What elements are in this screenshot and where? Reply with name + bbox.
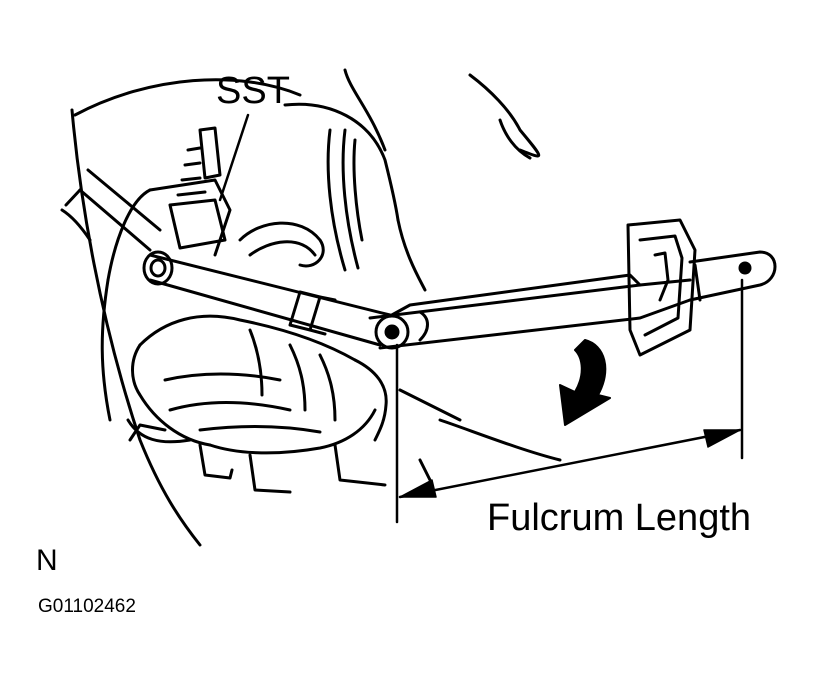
fulcrum-length-label: Fulcrum Length [487,497,752,539]
lower-chassis [198,388,562,494]
sst-label: SST [216,70,290,112]
pipe-fitting [168,126,227,250]
gloved-hand [131,314,388,455]
rotation-arrow [559,339,611,426]
hoses [238,128,364,272]
dimension-arrow-right [703,429,741,448]
body-outline [60,68,541,547]
dimension-arrow-left [399,479,437,498]
wrench-scale [626,218,697,357]
sst-leader-line [218,113,250,202]
sst-bar [142,250,392,347]
wrench-handle [688,250,777,302]
dimension-line [398,428,742,499]
view-letter: N [36,544,58,577]
figure-code: G01102462 [38,596,136,617]
torque-wrench [368,273,692,350]
